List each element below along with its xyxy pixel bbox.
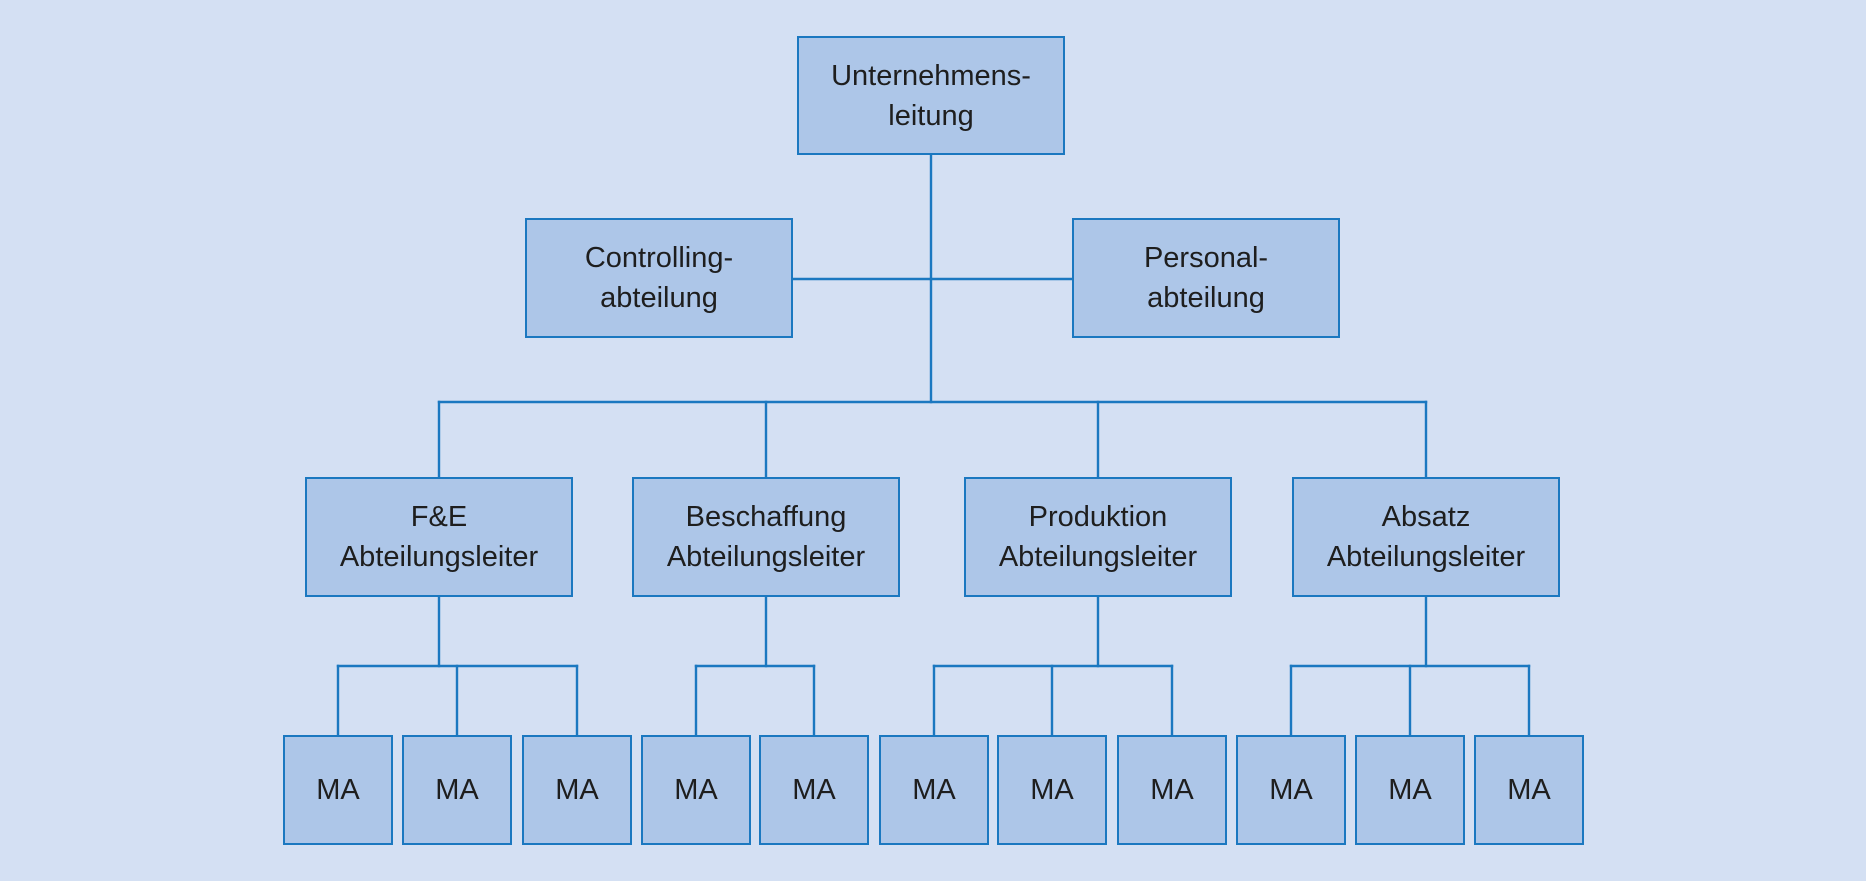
node-beschaffung-abteilungsleiter: Beschaffung Abteilungsleiter	[632, 477, 900, 597]
node-absatz-ma-2: MA	[1355, 735, 1465, 845]
node-label: MA	[435, 774, 479, 806]
node-label: MA	[792, 774, 836, 806]
node-label: MA	[674, 774, 718, 806]
node-absatz-ma-3: MA	[1474, 735, 1584, 845]
node-personalabteilung: Personal- abteilung	[1072, 218, 1340, 338]
node-label: MA	[555, 774, 599, 806]
node-label: MA	[1269, 774, 1313, 806]
node-label: Personal- abteilung	[1143, 242, 1269, 314]
node-label: Unternehmens- leitung	[831, 59, 1031, 132]
node-beschaffung-ma-2: MA	[759, 735, 869, 845]
node-label: Produktion Abteilungsleiter	[998, 501, 1198, 573]
node-label: Controlling- abteilung	[584, 242, 734, 314]
node-fe-ma-2: MA	[402, 735, 512, 845]
node-beschaffung-ma-1: MA	[641, 735, 751, 845]
node-label: MA	[912, 774, 956, 806]
node-produktion-ma-2: MA	[997, 735, 1107, 845]
node-label: MA	[316, 774, 360, 806]
node-label: Absatz Abteilungsleiter	[1326, 501, 1526, 573]
node-label: MA	[1150, 774, 1194, 806]
node-produktion-ma-3: MA	[1117, 735, 1227, 845]
node-fe-ma-3: MA	[522, 735, 632, 845]
node-produktion-ma-1: MA	[879, 735, 989, 845]
node-controllingabteilung: Controlling- abteilung	[525, 218, 793, 338]
node-label: MA	[1388, 774, 1432, 806]
node-fe-ma-1: MA	[283, 735, 393, 845]
node-absatz-abteilungsleiter: Absatz Abteilungsleiter	[1292, 477, 1560, 597]
node-label: F&E Abteilungsleiter	[339, 501, 539, 573]
node-unternehmensleitung: Unternehmens- leitung	[797, 36, 1065, 155]
node-label: Beschaffung Abteilungsleiter	[666, 501, 866, 573]
node-absatz-ma-1: MA	[1236, 735, 1346, 845]
node-fe-abteilungsleiter: F&E Abteilungsleiter	[305, 477, 573, 597]
node-produktion-abteilungsleiter: Produktion Abteilungsleiter	[964, 477, 1232, 597]
node-label: MA	[1030, 774, 1074, 806]
node-label: MA	[1507, 774, 1551, 806]
